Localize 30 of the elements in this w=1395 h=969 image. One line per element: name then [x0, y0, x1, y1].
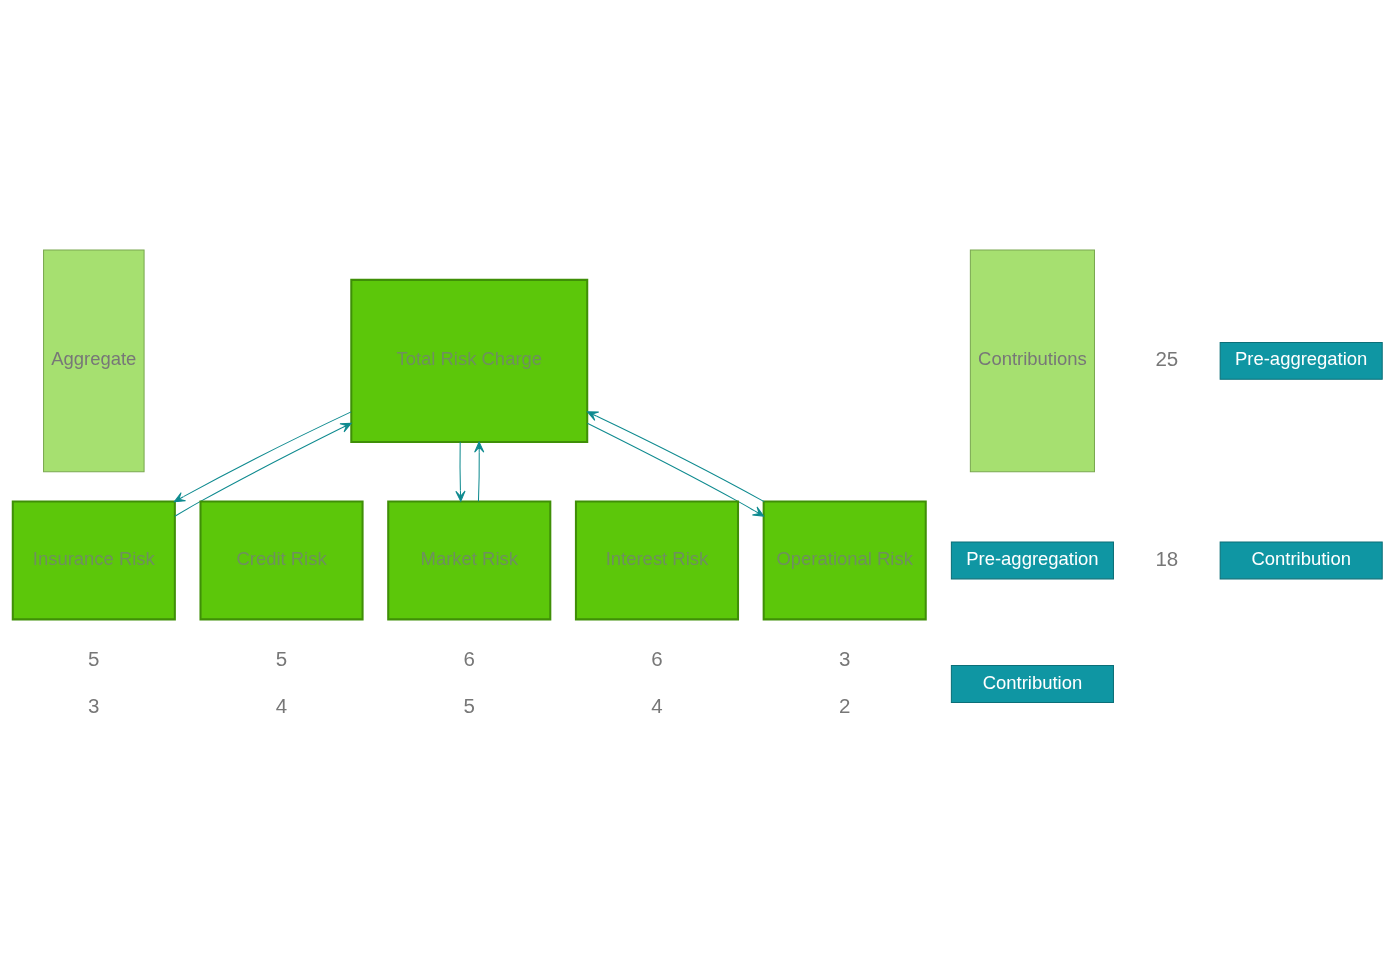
node-label: 3 — [839, 646, 851, 670]
node-label: 6 — [463, 646, 475, 670]
node-box: Contributions — [969, 249, 1095, 473]
node-box: Pre-aggregation — [1219, 341, 1383, 380]
arrow — [455, 441, 466, 502]
node-label: 18 — [1155, 546, 1179, 570]
node-box: Interest Risk — [574, 500, 740, 621]
arrow — [586, 422, 765, 517]
node-label: 6 — [651, 646, 663, 670]
node-box: Contribution — [950, 665, 1114, 703]
arrow — [474, 441, 485, 502]
node-label: 5 — [463, 693, 475, 717]
node-box: Insurance Risk — [11, 500, 176, 621]
node-box: Credit Risk — [199, 500, 364, 621]
arrow — [587, 411, 765, 503]
node-label: 3 — [88, 693, 100, 717]
node-label: 5 — [88, 646, 100, 670]
node-label: 4 — [275, 693, 288, 717]
node-box: Total Risk Charge — [350, 278, 589, 443]
node-box: Market Risk — [387, 500, 552, 621]
arrow — [174, 422, 352, 517]
node-box: Contribution — [1219, 541, 1383, 580]
node-label: 5 — [275, 646, 288, 670]
node-label: 2 — [839, 693, 851, 717]
node-label: 4 — [651, 693, 663, 717]
node-box: Pre-aggregation — [950, 541, 1114, 580]
arrow — [173, 411, 352, 503]
node-box: Operational Risk — [762, 500, 927, 621]
node-label: 25 — [1155, 347, 1179, 371]
node-box: Aggregate — [43, 249, 145, 473]
